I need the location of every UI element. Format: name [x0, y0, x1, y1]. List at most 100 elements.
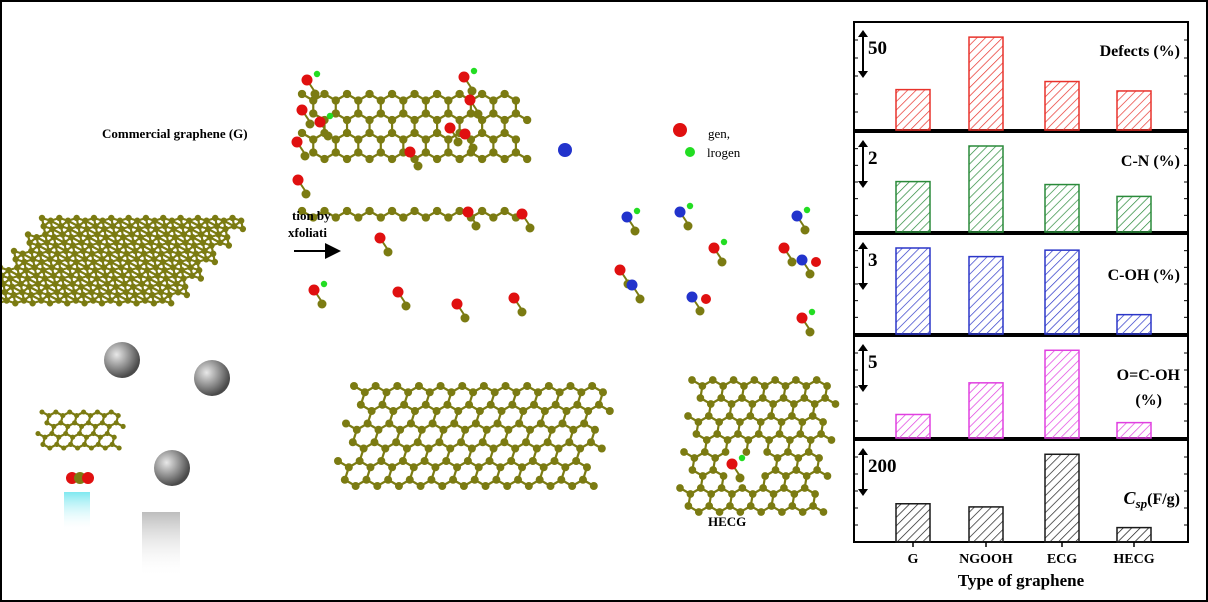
carbon-atom	[133, 300, 140, 307]
carbon-atom	[387, 206, 397, 216]
carbon-atom	[38, 297, 45, 304]
carbon-atom	[566, 382, 575, 390]
process-label-line1: tion by	[292, 208, 331, 223]
oxygen-atom	[451, 298, 463, 310]
nitrogen-atom	[791, 210, 803, 222]
carbon-atom	[782, 472, 790, 480]
carbon-atom	[777, 418, 786, 426]
carbon-atom	[198, 231, 205, 238]
small-graphene-stack	[35, 409, 126, 451]
carbon-atom	[147, 239, 155, 246]
carbon-atom	[52, 242, 59, 249]
scale-arrow-head	[858, 71, 868, 78]
carbon-atom	[771, 376, 779, 384]
oxygen-atom	[516, 208, 528, 220]
carbon-atom	[150, 300, 158, 307]
carbon-atom	[486, 400, 495, 409]
carbon-atom	[470, 475, 479, 484]
carbon-atom	[568, 482, 577, 490]
carbon-atom	[223, 234, 231, 241]
carbon-atom	[145, 275, 153, 282]
carbon-atom	[26, 283, 33, 290]
sphere-3	[154, 450, 190, 486]
carbon-atom	[465, 400, 474, 409]
carbon-atom	[443, 400, 452, 409]
carbon-atom	[376, 96, 385, 105]
carbon-atom	[342, 128, 352, 138]
carbon-atom	[181, 283, 189, 290]
carbon-atom	[66, 225, 73, 233]
nitrogen-atom	[796, 254, 808, 266]
carbon-atom	[208, 242, 215, 249]
carbon-atom	[24, 231, 32, 238]
carbon-atom	[17, 280, 24, 288]
carbon-atom	[68, 234, 75, 241]
carbon-atom	[788, 412, 796, 420]
bar-ngooh	[968, 36, 1004, 131]
carbon-atom	[46, 300, 54, 307]
carbon-atom	[297, 128, 307, 138]
carbon-atom	[36, 289, 43, 296]
carbon-atom	[706, 400, 715, 408]
carbon-atom	[42, 231, 49, 238]
carbon-atom	[73, 258, 80, 266]
carbon-atom	[442, 457, 451, 465]
carbon-atom	[811, 490, 819, 498]
carbon-atom	[694, 418, 703, 426]
carbon-atom	[449, 475, 458, 484]
oxygen-atom	[301, 74, 313, 86]
carbon-atom	[128, 231, 136, 238]
carbon-atom	[421, 400, 430, 409]
carbon-atom	[78, 239, 85, 246]
carbon-atom	[421, 96, 430, 105]
x-tick-label: ECG	[1047, 552, 1077, 567]
carbon-atom	[754, 430, 763, 438]
carbon-atom	[230, 223, 238, 230]
carbon-atom	[179, 223, 186, 230]
oxygen-atom	[796, 312, 808, 324]
carbon-atom	[359, 444, 368, 453]
carbon-atom	[3, 297, 10, 304]
x-tick-label: NGOOH	[959, 552, 1013, 567]
carbon-atom	[471, 221, 481, 231]
carbon-atom	[76, 231, 84, 238]
carbon-atom	[473, 109, 483, 119]
carbon-atom	[365, 128, 374, 138]
carbon-atom	[727, 400, 736, 408]
carbon-atom	[81, 441, 88, 447]
carbon-atom	[124, 297, 132, 304]
carbon-atom	[551, 400, 560, 409]
oxygen-atom	[726, 458, 738, 470]
carbon-atom	[709, 466, 718, 474]
carbon-atom	[115, 413, 121, 419]
carbon-atom	[2, 289, 9, 296]
carbon-atom	[376, 213, 385, 222]
carbon-atom	[376, 109, 385, 118]
carbon-atom	[83, 225, 91, 233]
bar-ecg	[1044, 453, 1080, 543]
carbon-atom	[173, 280, 180, 288]
carbon-atom	[163, 231, 170, 238]
hydrogen-atom	[808, 308, 816, 316]
carbon-atom	[482, 425, 491, 434]
carbon-atom	[46, 413, 52, 419]
carbon-atom	[831, 400, 840, 408]
carbon-atom	[102, 234, 110, 241]
carbon-atom	[172, 234, 179, 241]
carbon-atom	[792, 376, 800, 384]
carbon-atom	[489, 109, 498, 118]
scale-label: 50	[868, 38, 887, 59]
carbon-atom	[19, 250, 26, 257]
carbon-atom	[490, 388, 499, 397]
carbon-atom	[87, 242, 94, 249]
carbon-atom	[127, 223, 134, 230]
carbon-atom	[2, 272, 5, 279]
carbon-atom	[54, 441, 60, 447]
carbon-atom	[760, 382, 769, 390]
carbon-atom	[757, 508, 765, 516]
carbon-atom	[113, 239, 120, 246]
carbon-atom	[453, 137, 463, 147]
carbon-atom	[348, 438, 357, 447]
carbon-atom	[417, 425, 426, 434]
